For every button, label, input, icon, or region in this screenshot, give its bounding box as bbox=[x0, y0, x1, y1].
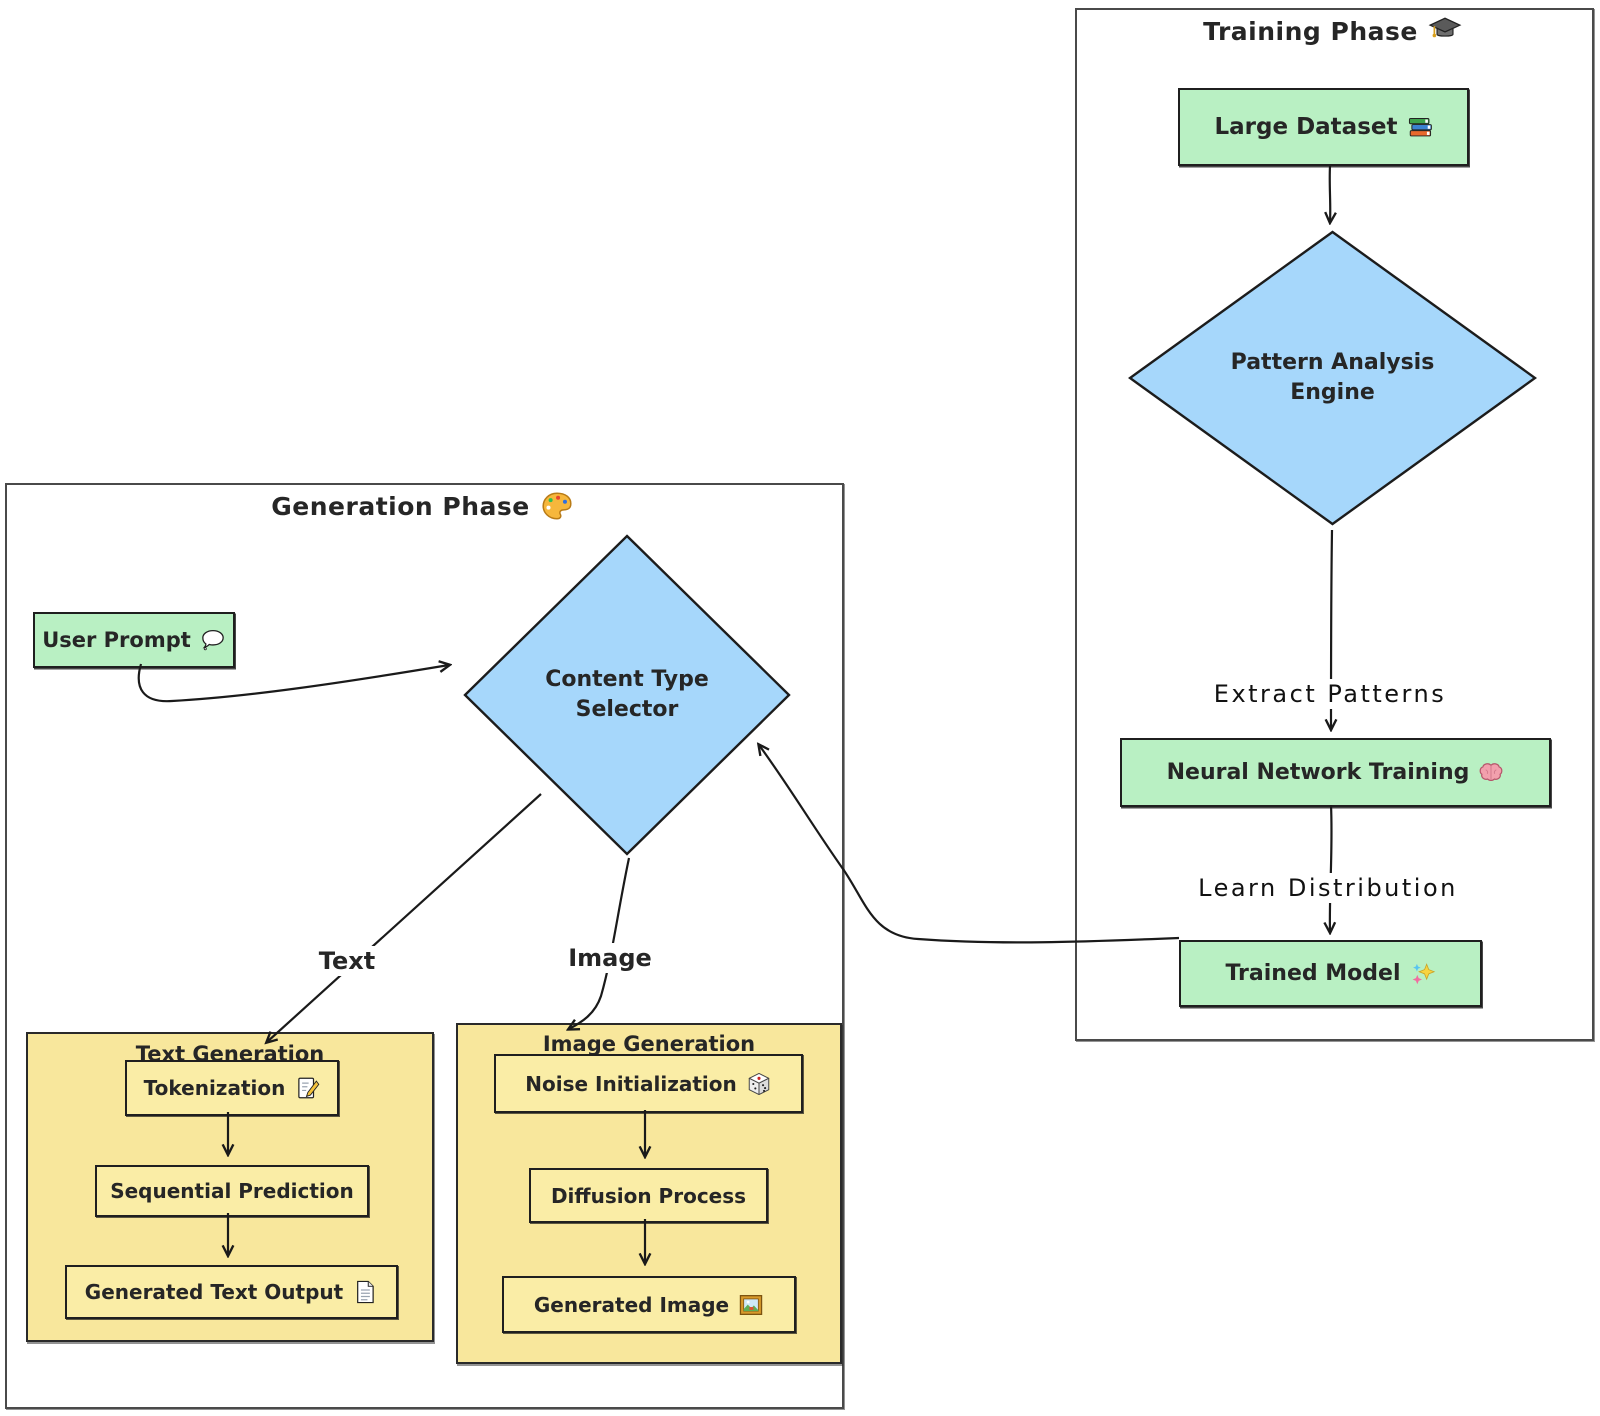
graduation-cap-icon bbox=[1428, 14, 1462, 48]
training-phase-title: Training Phase bbox=[1075, 14, 1590, 48]
node-user-prompt: User Prompt bbox=[33, 612, 235, 668]
books-icon bbox=[1407, 114, 1433, 140]
edge-label-text: Text bbox=[311, 946, 383, 976]
pattern-analysis-line2: Engine bbox=[1290, 380, 1375, 405]
generated-image-label: Generated Image bbox=[533, 1292, 730, 1317]
node-content-type-selector: Content Type Selector bbox=[463, 534, 791, 856]
content-type-selector-label: Content Type Selector bbox=[463, 534, 791, 856]
node-generated-text-output: Generated Text Output bbox=[65, 1265, 398, 1319]
training-phase-title-text: Training Phase bbox=[1203, 16, 1418, 46]
node-trained-model: Trained Model bbox=[1179, 940, 1482, 1007]
diamond-shape bbox=[463, 534, 791, 856]
node-diffusion-process: Diffusion Process bbox=[529, 1168, 768, 1223]
generated-text-output-label: Generated Text Output bbox=[84, 1280, 344, 1304]
pattern-analysis-engine-label: Pattern Analysis Engine bbox=[1128, 230, 1537, 526]
speech-balloon-icon bbox=[200, 627, 226, 653]
page-icon bbox=[352, 1279, 378, 1305]
diffusion-process-label: Diffusion Process bbox=[550, 1183, 747, 1208]
noise-initialization-label: Noise Initialization bbox=[525, 1071, 737, 1096]
edge-label-image: Image bbox=[561, 943, 659, 973]
node-noise-initialization: Noise Initialization bbox=[494, 1054, 803, 1113]
node-large-dataset: Large Dataset bbox=[1178, 88, 1469, 166]
tokenization-label: Tokenization bbox=[143, 1076, 286, 1100]
node-pattern-analysis-engine: Pattern Analysis Engine bbox=[1128, 230, 1537, 526]
generation-phase-title-text: Generation Phase bbox=[271, 491, 530, 521]
palette-icon bbox=[540, 489, 574, 523]
memo-icon bbox=[294, 1075, 320, 1101]
large-dataset-label: Large Dataset bbox=[1214, 114, 1398, 140]
generation-phase-title: Generation Phase bbox=[5, 489, 840, 523]
node-generated-image: Generated Image bbox=[502, 1276, 796, 1333]
sequential-prediction-label: Sequential Prediction bbox=[110, 1179, 354, 1203]
user-prompt-label: User Prompt bbox=[42, 628, 191, 652]
node-neural-network-training: Neural Network Training bbox=[1120, 738, 1551, 807]
image-generation-subgraph: Image Generation Noise Initialization Di… bbox=[456, 1023, 842, 1364]
node-sequential-prediction: Sequential Prediction bbox=[95, 1165, 369, 1217]
pattern-analysis-line1: Pattern Analysis bbox=[1230, 350, 1435, 376]
die-icon bbox=[746, 1071, 772, 1097]
diamond-shape bbox=[1128, 230, 1537, 526]
text-generation-subgraph: Text Generation Tokenization Sequential … bbox=[26, 1032, 434, 1342]
edge-label-learn-distribution: Learn Distribution bbox=[1191, 873, 1465, 903]
brain-icon bbox=[1478, 760, 1504, 786]
training-phase-container bbox=[1075, 8, 1594, 1041]
trained-model-label: Trained Model bbox=[1225, 961, 1401, 986]
image-generation-title: Image Generation bbox=[542, 1032, 756, 1056]
sparkles-icon bbox=[1410, 961, 1436, 987]
node-tokenization: Tokenization bbox=[125, 1060, 339, 1116]
edge-label-extract-patterns: Extract Patterns bbox=[1206, 679, 1454, 709]
content-type-selector-line2: Selector bbox=[575, 697, 679, 722]
content-type-selector-line1: Content Type bbox=[545, 667, 709, 693]
neural-network-training-label: Neural Network Training bbox=[1166, 760, 1470, 785]
framed-picture-icon bbox=[738, 1292, 764, 1318]
